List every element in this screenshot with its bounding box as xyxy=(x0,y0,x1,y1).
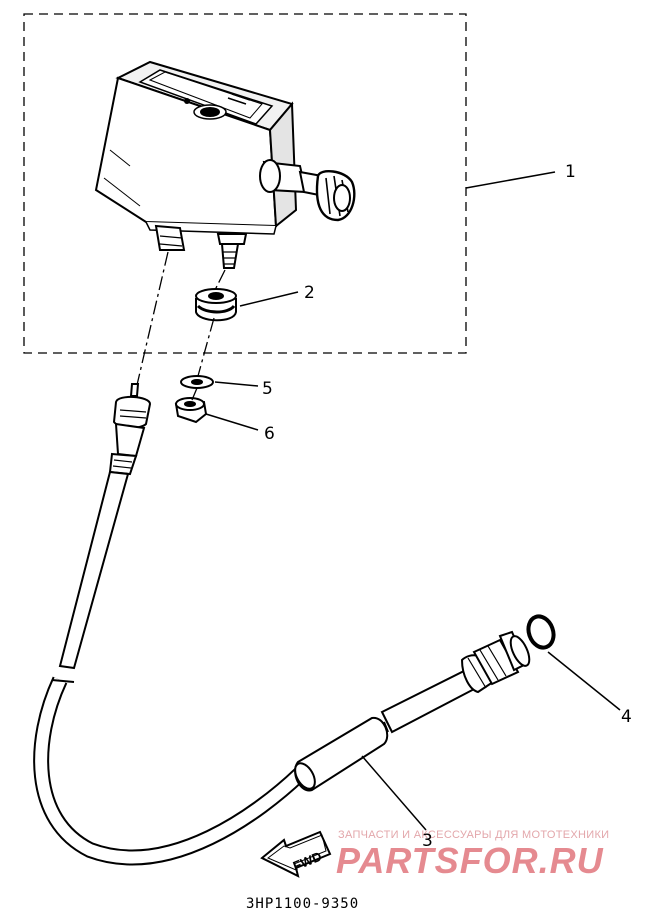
callout-3: 3 xyxy=(422,831,433,851)
leader-lines xyxy=(205,171,621,831)
callout-1: 1 xyxy=(565,162,576,182)
callout-6: 6 xyxy=(264,424,275,444)
speedometer-assembly xyxy=(94,60,356,269)
callout-5: 5 xyxy=(262,379,273,399)
callout-2: 2 xyxy=(304,283,315,303)
speedometer-cable-part-3 xyxy=(33,383,531,866)
forward-arrow-icon: FWD xyxy=(260,830,332,878)
assembly-centerlines xyxy=(136,251,226,401)
diagram-code: 3HP1100-9350 xyxy=(246,896,359,912)
nut-part-6 xyxy=(174,397,208,424)
grommet-part-2 xyxy=(195,288,237,322)
o-ring-part-4 xyxy=(526,614,556,650)
washer-part-5 xyxy=(180,375,214,389)
watermark-brand: PARTSFOR.RU xyxy=(336,840,604,881)
watermark-tagline: ЗАПЧАСТИ И АКСЕССУАРЫ ДЛЯ МОТОТЕХНИКИ xyxy=(338,829,609,841)
callout-4: 4 xyxy=(621,707,632,727)
